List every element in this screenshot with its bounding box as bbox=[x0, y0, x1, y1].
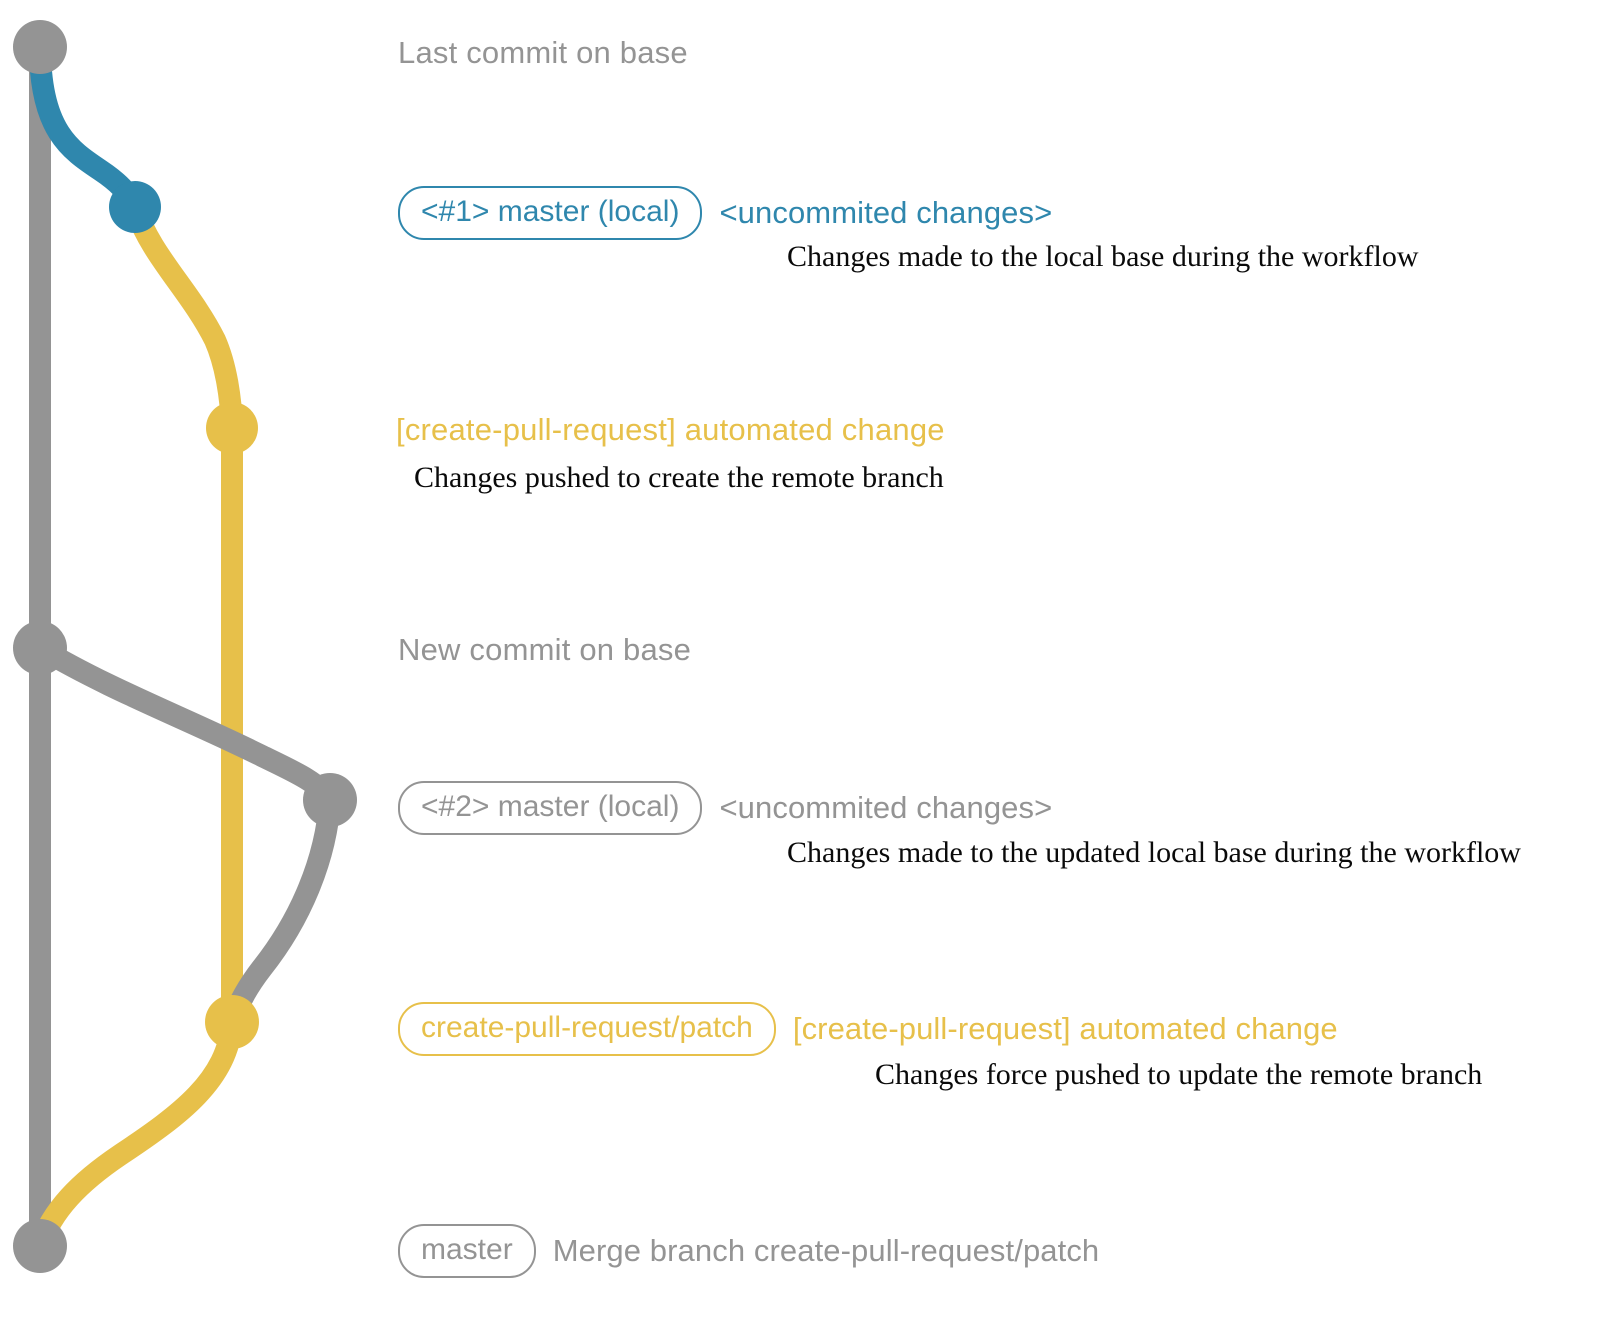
branch-line-local2-to-patch bbox=[221, 789, 341, 1033]
commit-message: [create-pull-request] automated change bbox=[792, 1011, 1338, 1046]
commit-node-automated-change-1[interactable] bbox=[206, 402, 258, 454]
graph-row-master-local-2: <#2> master (local) <uncommited changes> bbox=[398, 781, 1052, 835]
graph-row-master-local-1: <#1> master (local) <uncommited changes> bbox=[398, 186, 1052, 240]
graph-row-new-commit-on-base: New commit on base bbox=[398, 632, 691, 668]
graph-row-last-commit-on-base: Last commit on base bbox=[398, 35, 688, 71]
branch-graph-svg bbox=[13, 20, 357, 1273]
branch-line-merge bbox=[29, 1011, 243, 1257]
branch-badge-master-local-1[interactable]: <#1> master (local) bbox=[398, 186, 703, 240]
branch-badge-master[interactable]: master bbox=[398, 1224, 536, 1278]
description-master-local-1: Changes made to the local base during th… bbox=[787, 240, 1419, 273]
commit-node-new-commit-on-base[interactable] bbox=[13, 621, 67, 675]
graph-row-automated-change-2: create-pull-request/patch [create-pull-r… bbox=[398, 1002, 1338, 1056]
commit-node-last-commit-on-base[interactable] bbox=[13, 20, 67, 74]
graph-row-merge-master: master Merge branch create-pull-request/… bbox=[398, 1224, 1099, 1278]
description-master-local-2: Changes made to the updated local base d… bbox=[787, 836, 1521, 869]
commit-node-automated-change-2[interactable] bbox=[205, 995, 259, 1049]
graph-row-automated-change-1: [create-pull-request] automated change bbox=[396, 412, 945, 448]
commit-message: <uncommited changes> bbox=[719, 195, 1053, 230]
branch-line-patch-1 bbox=[124, 196, 243, 439]
commit-message: Last commit on base bbox=[398, 35, 688, 70]
commit-node-merge-master[interactable] bbox=[13, 1219, 67, 1273]
commit-message: [create-pull-request] automated change bbox=[396, 412, 945, 447]
commit-message: New commit on base bbox=[398, 632, 692, 667]
description-automated-change-2: Changes force pushed to update the remot… bbox=[875, 1058, 1483, 1091]
description-automated-change-1: Changes pushed to create the remote bran… bbox=[414, 461, 944, 494]
commit-node-master-local-1[interactable] bbox=[109, 181, 161, 233]
commit-node-master-local-2[interactable] bbox=[303, 773, 357, 827]
commit-message: <uncommited changes> bbox=[719, 790, 1053, 825]
branch-badge-master-local-2[interactable]: <#2> master (local) bbox=[398, 781, 703, 835]
branch-line-local-2 bbox=[29, 637, 341, 811]
branch-badge-create-pull-request-patch[interactable]: create-pull-request/patch bbox=[398, 1002, 776, 1056]
commit-message: Merge branch create-pull-request/patch bbox=[552, 1233, 1100, 1268]
branch-line-local-1 bbox=[29, 36, 146, 218]
